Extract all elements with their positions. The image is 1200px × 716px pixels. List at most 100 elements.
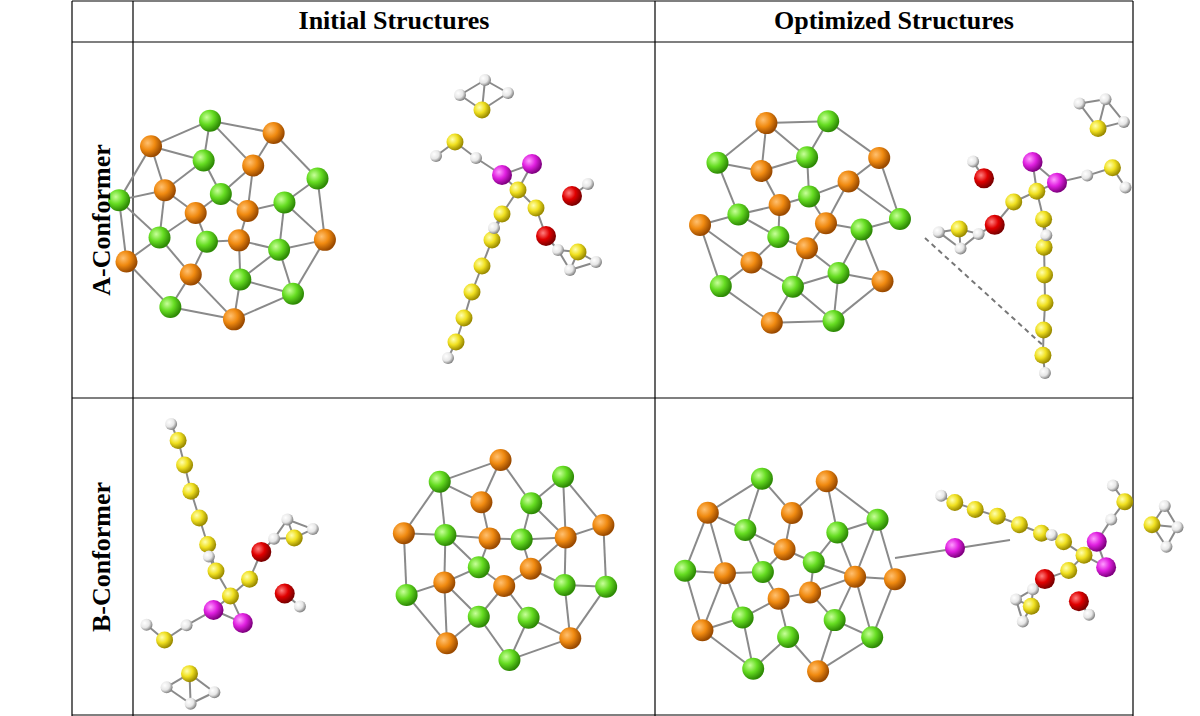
atom-sphere — [185, 202, 207, 224]
atom-sphere — [242, 155, 264, 177]
atom-sphere — [868, 147, 890, 169]
atom-sphere — [493, 575, 515, 597]
atom-sphere — [889, 208, 911, 230]
atom-sphere — [562, 186, 582, 206]
atom-sphere — [170, 432, 187, 449]
atom-sphere — [241, 571, 258, 588]
atom-sphere — [554, 574, 576, 596]
atom-sphere — [872, 270, 894, 292]
atom-sphere — [1055, 533, 1072, 550]
atom-sphere — [511, 528, 533, 550]
atom-sphere — [1073, 98, 1085, 110]
atom-sphere — [454, 89, 466, 101]
atom-sphere — [1104, 159, 1121, 176]
atom-sphere — [1144, 516, 1161, 533]
atom-sphere — [228, 229, 250, 251]
cluster-cage — [674, 468, 906, 683]
atom-sphere — [559, 627, 581, 649]
atom-sphere — [582, 178, 594, 190]
atom-sphere — [520, 492, 542, 514]
atom-sphere — [761, 312, 783, 334]
grid-line — [654, 1, 655, 716]
atom-sphere — [1118, 116, 1130, 128]
atom-sphere — [689, 214, 711, 236]
atom-sphere — [281, 513, 293, 525]
atom-sphere — [851, 218, 873, 240]
grid-line — [1132, 1, 1133, 716]
atom-sphere — [838, 171, 860, 193]
atom-sphere — [307, 523, 319, 535]
atom-sphere — [490, 449, 512, 471]
atom-sphere — [552, 466, 574, 488]
atom-sphere — [973, 228, 985, 240]
atom-sphere — [1040, 229, 1052, 241]
atom-sphere — [1036, 266, 1053, 283]
atom-sphere — [502, 87, 514, 99]
atom-sphere — [233, 613, 253, 633]
atom-sphere — [522, 154, 542, 174]
cluster-cage — [108, 110, 336, 331]
atom-sphere — [396, 584, 418, 606]
atom-sphere — [945, 538, 965, 558]
atom-sphere — [552, 244, 564, 256]
atom-sphere — [498, 649, 520, 671]
atom-sphere — [161, 681, 173, 693]
atom-sphere — [782, 276, 804, 298]
atom-sphere — [1023, 152, 1043, 172]
atom-sphere — [442, 352, 454, 364]
atom-sphere — [237, 200, 259, 222]
atom-sphere — [742, 658, 764, 680]
atom-sphere — [115, 251, 137, 273]
atom-sphere — [185, 698, 197, 710]
table-grid — [72, 1, 1133, 716]
atom-sphere — [774, 539, 796, 561]
atom-sphere — [1028, 183, 1045, 200]
atom-sphere — [951, 220, 968, 237]
row-header: B-Conformer — [89, 482, 115, 632]
atom-sphere — [251, 542, 271, 562]
atom-sphere — [595, 576, 617, 598]
atom-sphere — [492, 165, 512, 185]
atom-sphere — [204, 600, 224, 620]
atom-sphere — [1036, 239, 1053, 256]
atom-sphere — [555, 527, 577, 549]
atom-sphere — [448, 334, 465, 351]
atom-sphere — [474, 102, 491, 119]
interaction-line — [925, 238, 1043, 345]
grid-line — [71, 1, 72, 716]
atom-sphere — [282, 283, 304, 305]
atom-sphere — [691, 619, 713, 641]
column-header: Initial Structures — [299, 8, 490, 34]
atom-sphere — [1083, 609, 1095, 621]
atom-sphere — [1017, 616, 1029, 628]
atom-sphere — [182, 483, 199, 500]
atom-sphere — [484, 232, 501, 249]
atom-sphere — [750, 160, 772, 182]
atom-sphere — [751, 468, 773, 490]
atom-sphere — [1069, 591, 1089, 611]
atom-sphere — [734, 519, 756, 541]
atom-sphere — [828, 262, 850, 284]
atom-sphere — [1023, 598, 1040, 615]
atom-sphere — [697, 502, 719, 524]
atom-sphere — [823, 310, 845, 332]
atom-sphere — [884, 568, 906, 590]
atom-sphere — [159, 296, 181, 318]
atom-sphere — [714, 562, 736, 584]
atom-sphere — [223, 308, 245, 330]
atom-sphere — [456, 310, 473, 327]
atom-sphere — [796, 146, 818, 168]
atom-sphere — [468, 606, 490, 628]
atom-sphere — [861, 626, 883, 648]
atom-sphere — [777, 626, 799, 648]
atom-sphere — [867, 509, 889, 531]
atom-sphere — [273, 192, 295, 214]
cluster-cage — [689, 110, 911, 333]
atom-sphere — [207, 563, 224, 580]
grid-line — [72, 714, 1133, 715]
atom-sphere — [181, 619, 193, 631]
row-header: A-Conformer — [89, 144, 115, 296]
atom-sphere — [807, 660, 829, 682]
atom-sphere — [447, 134, 464, 151]
atom-sphere — [768, 588, 790, 610]
